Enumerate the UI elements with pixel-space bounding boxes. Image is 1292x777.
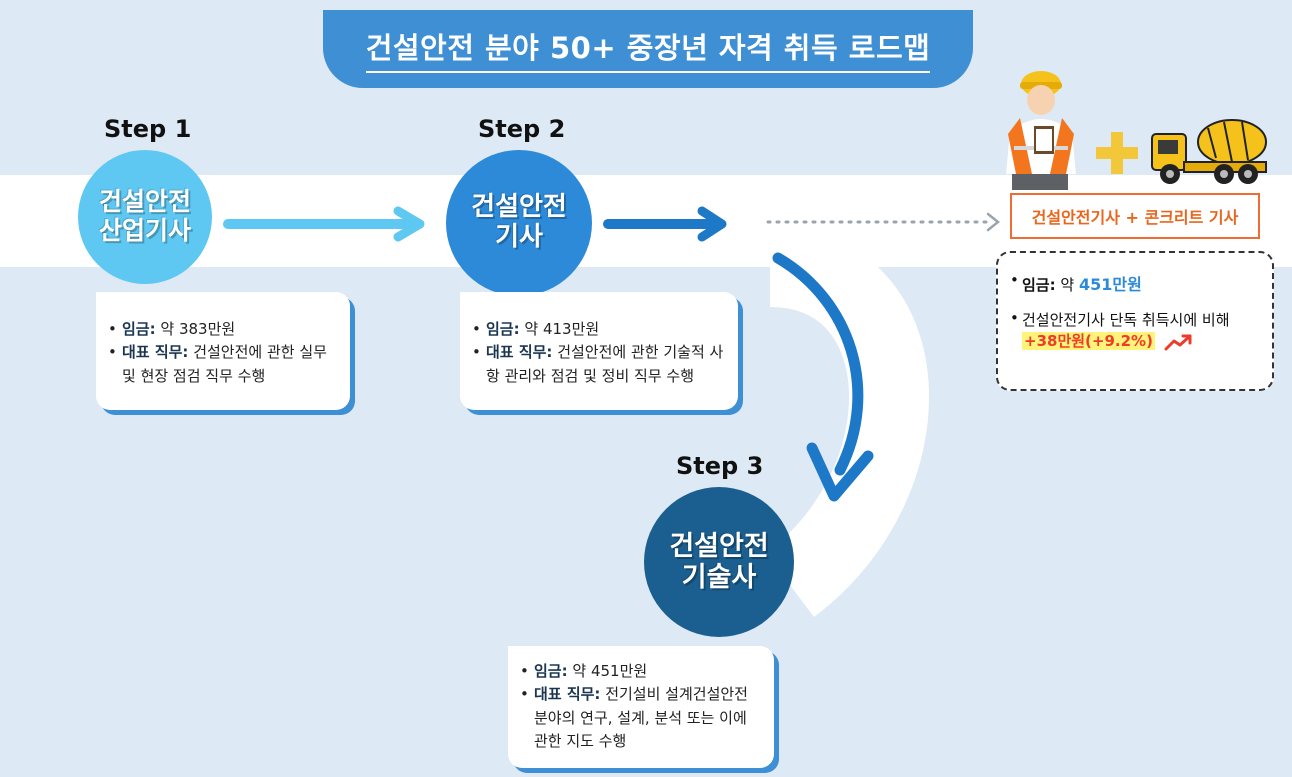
step2-info-card: 임금: 약 413만원 대표 직무: 건설안전에 관한 기술적 사항 관리와 점… [460, 292, 738, 410]
arrow-step2-forward [603, 206, 727, 242]
arrow-step1-to-step2 [223, 206, 425, 242]
step1-duty-item: 대표 직무: 건설안전에 관한 실무 및 현장 점검 직무 수행 [108, 341, 340, 388]
step1-label: Step 1 [104, 115, 192, 143]
step3-duty-label: 대표 직무: [534, 685, 601, 704]
step2-salary-item: 임금: 약 413만원 [472, 318, 728, 342]
step1-salary-item: 임금: 약 383만원 [108, 318, 340, 342]
step3-cert-line1: 건설안전 [669, 530, 769, 562]
step3-label: Step 3 [676, 452, 764, 480]
step1-duty-label: 대표 직무: [122, 343, 189, 362]
step2-duty-label: 대표 직무: [486, 343, 553, 362]
step2-cert-circle: 건설안전 기사 [446, 150, 592, 296]
combo-info-box: 임금: 약 451만원 건설안전기사 단독 취득시에 비해 +38만원(+9.2… [996, 251, 1274, 391]
step1-info-card: 임금: 약 383만원 대표 직무: 건설안전에 관한 실무 및 현장 점검 직… [96, 292, 350, 410]
page-title: 건설안전 분야 50+ 중장년 자격 취득 로드맵 [323, 10, 973, 88]
step1-duty-value: 건설안전에 관한 실무 및 현장 점검 직무 수행 [122, 343, 327, 385]
step3-salary-item: 임금: 약 451만원 [520, 660, 764, 684]
step2-label: Step 2 [478, 115, 566, 143]
step2-duty-item: 대표 직무: 건설안전에 관한 기술적 사항 관리와 점검 및 정비 직무 수행 [472, 341, 728, 388]
combo-salary-label: 임금: [1022, 276, 1056, 294]
combo-compare-text: 건설안전기사 단독 취득시에 비해 [1022, 311, 1230, 329]
step2-salary-value: 약 413만원 [524, 320, 600, 338]
page-title-text: 건설안전 분야 50+ 중장년 자격 취득 로드맵 [365, 25, 931, 73]
worker-icon [1006, 71, 1076, 190]
combo-title: 건설안전기사 + 콘크리트 기사 [1031, 208, 1239, 227]
step3-cert-line2: 기술사 [681, 562, 757, 593]
step3-cert-circle: 건설안전 기술사 [644, 487, 794, 637]
curved-arrow-to-step3 [772, 252, 874, 502]
combo-compare-row: 건설안전기사 단독 취득시에 비해 +38만원(+9.2%) [1010, 309, 1262, 351]
step1-salary-label: 임금: [122, 320, 156, 338]
combo-salary-value: 451만원 [1078, 275, 1142, 294]
plus-icon [1096, 132, 1138, 174]
step2-duty-value: 건설안전에 관한 기술적 사항 관리와 점검 및 정비 직무 수행 [486, 343, 724, 385]
step1-cert-line1: 건설안전 [98, 187, 191, 217]
step2-cert-line2: 기사 [495, 222, 543, 252]
combo-salary-prefix: 약 [1060, 276, 1075, 294]
step2-cert-line1: 건설안전 [471, 192, 567, 223]
trend-up-icon [1164, 334, 1192, 350]
background-arc [765, 227, 929, 617]
concrete-mixer-truck-icon [1151, 119, 1267, 184]
step3-duty-item: 대표 직무: 전기설비 설계건설안전 분야의 연구, 설계, 분석 또는 이에 … [520, 683, 764, 753]
step1-cert-line2: 산업기사 [98, 216, 191, 245]
step3-info-card: 임금: 약 451만원 대표 직무: 전기설비 설계건설안전 분야의 연구, 설… [508, 646, 774, 768]
step3-duty-value: 전기설비 설계건설안전 분야의 연구, 설계, 분석 또는 이에 관한 지도 수… [534, 685, 748, 750]
step3-salary-label: 임금: [534, 662, 568, 680]
step1-cert-circle: 건설안전 산업기사 [78, 150, 212, 284]
step1-salary-value: 약 383만원 [160, 320, 236, 338]
combo-title-box: 건설안전기사 + 콘크리트 기사 [1010, 193, 1260, 239]
step2-salary-label: 임금: [486, 320, 520, 338]
step3-salary-value: 약 451만원 [572, 662, 648, 680]
combo-salary-row: 임금: 약 451만원 [1010, 271, 1262, 295]
dotted-arrow-to-combo [766, 212, 1001, 232]
combo-increase: +38만원(+9.2%) [1022, 332, 1155, 350]
